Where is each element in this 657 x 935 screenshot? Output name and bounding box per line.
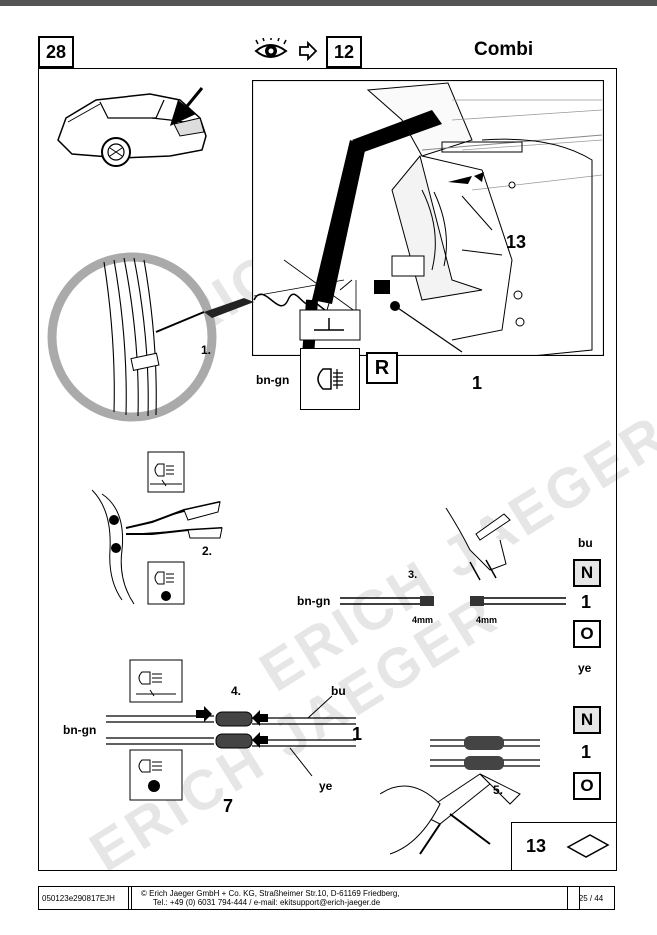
- eye-arrow-icon: [254, 38, 318, 62]
- page-step-number: 28: [38, 36, 74, 68]
- car-rear-icon: [57, 87, 207, 167]
- item-1-callout: 1: [581, 742, 592, 762]
- wire-color-bn-gn: bn-gn: [297, 594, 331, 608]
- company-info: © Erich Jaeger GmbH + Co. KG, Straßheime…: [128, 886, 580, 910]
- legend-item-number: 13: [526, 836, 547, 856]
- n-terminal-box: N: [573, 706, 601, 734]
- adhesive-pad-icon: [566, 834, 610, 858]
- step-4-label: 4.: [231, 684, 242, 698]
- top-bar: [0, 0, 657, 6]
- wire-color-bu: bu: [578, 536, 593, 550]
- rear-indicator-box: R: [366, 352, 398, 384]
- wire-color-bn-gn: bn-gn: [256, 373, 290, 387]
- fog-light-symbol-box: [300, 348, 360, 410]
- rear-fog-light-icon: [317, 368, 343, 390]
- step-2-label: 2.: [202, 544, 213, 558]
- o-terminal-box: O: [573, 772, 601, 800]
- magnified-detail: [47, 252, 361, 422]
- item-13-callout: 13: [506, 232, 527, 252]
- company-address: © Erich Jaeger GmbH + Co. KG, Straßheime…: [141, 889, 400, 898]
- wire-color-ye: ye: [319, 779, 333, 793]
- pliers-drawing: [92, 451, 223, 605]
- vehicle-type: Combi: [474, 39, 534, 60]
- wire-strip-drawing: [340, 507, 566, 606]
- item-1-callout: 1: [581, 592, 592, 612]
- n-terminal-box: N: [573, 559, 601, 587]
- item-1-callout: 1: [352, 724, 363, 744]
- next-step-number: 12: [326, 36, 362, 68]
- strip-length-right: 4mm: [476, 615, 498, 625]
- strip-length-left: 4mm: [412, 615, 434, 625]
- step-5-label: 5.: [493, 783, 504, 797]
- page-number: 25 / 44: [567, 886, 615, 910]
- crimping-tool-drawing: [380, 736, 540, 855]
- parts-legend-box: 13: [511, 822, 617, 871]
- wire-color-ye: ye: [578, 661, 592, 675]
- item-7-callout: 7: [223, 796, 234, 816]
- step-3-label: 3.: [408, 569, 418, 581]
- step-1-label: 1.: [201, 343, 212, 357]
- connector-joining-drawing: [106, 659, 356, 801]
- item-1-callout: 1: [472, 373, 483, 393]
- company-contact: Tel.: +49 (0) 6031 794-444 / e-mail: eki…: [153, 898, 381, 907]
- o-terminal-box: O: [573, 620, 601, 648]
- wire-color-bu: bu: [331, 684, 346, 698]
- content-frame: [38, 68, 617, 871]
- document-code: 050123e290817EJH: [38, 886, 132, 910]
- wire-color-bn-gn: bn-gn: [63, 723, 97, 737]
